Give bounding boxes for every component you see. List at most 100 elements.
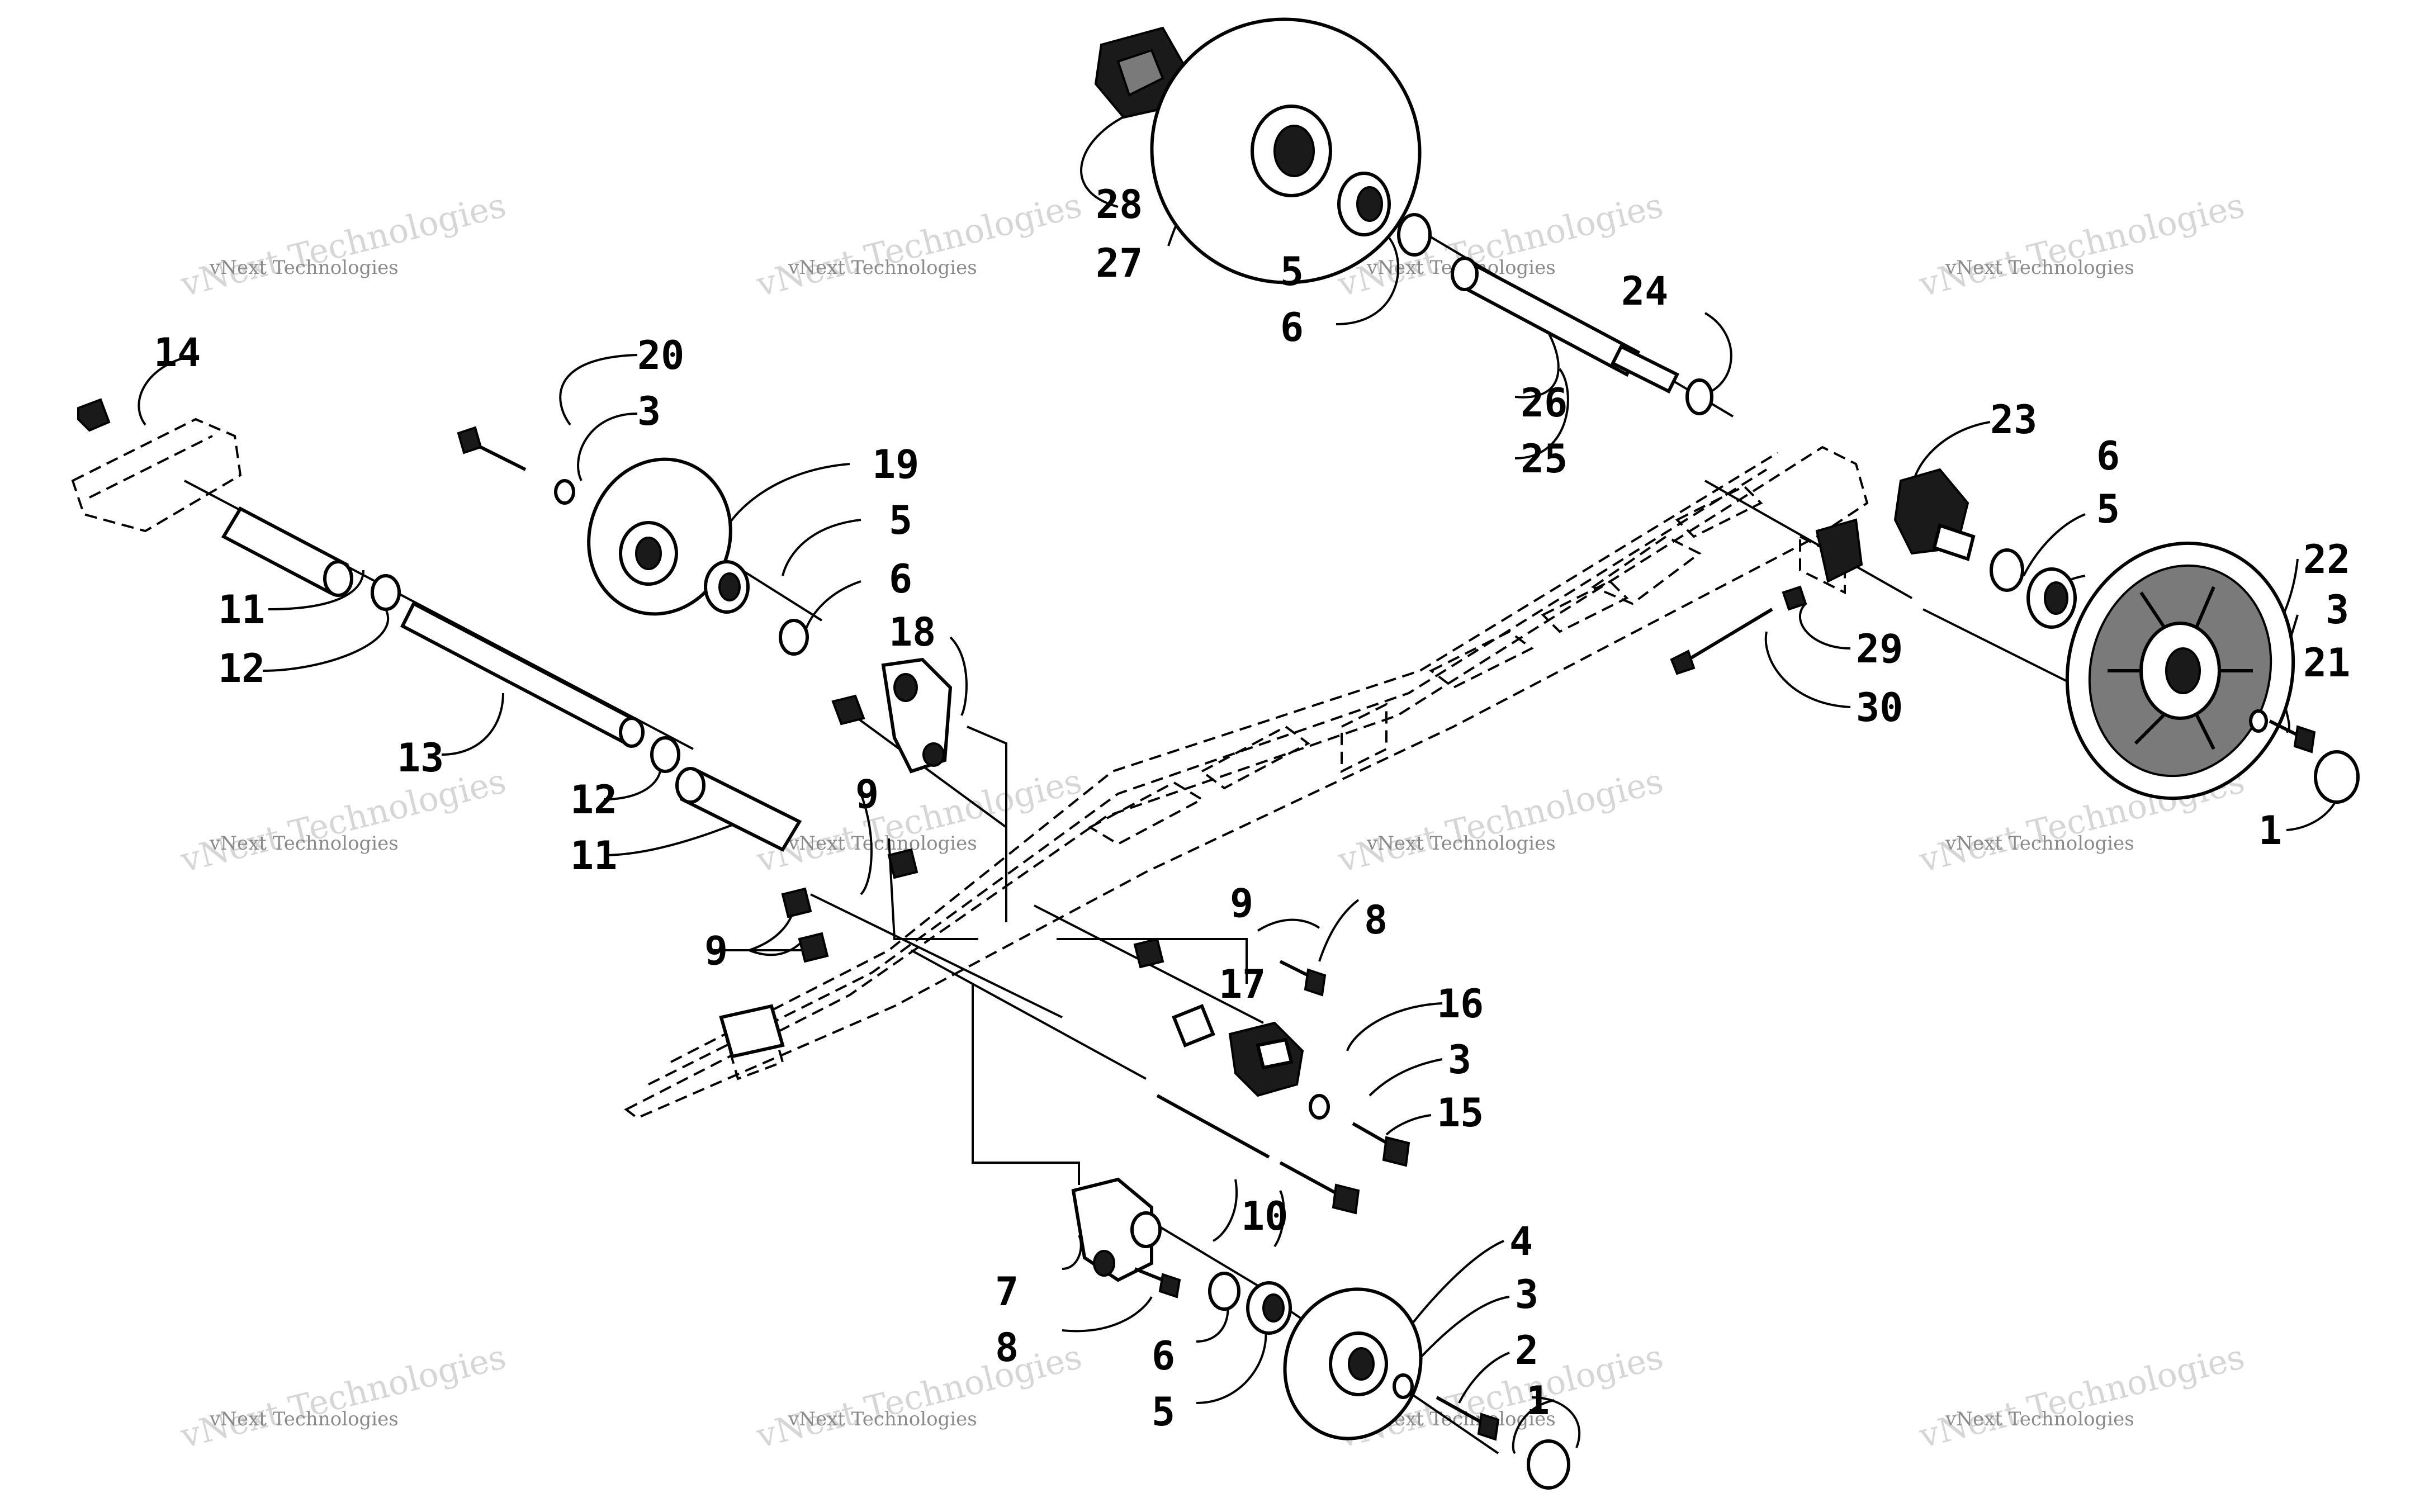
callout-21: 21 <box>2303 640 2350 686</box>
callout-5: 5 <box>1280 249 1304 295</box>
svg-text:vNext Technologies: vNext Technologies <box>1945 1408 2134 1430</box>
idler-wheel-part-4 <box>1283 1287 1423 1440</box>
callout-11: 11 <box>218 587 265 633</box>
callout-25: 25 <box>1521 436 1568 482</box>
bracket-part-7 <box>1071 1177 1162 1282</box>
svg-text:vNext Technologies: vNext Technologies <box>1334 761 1667 880</box>
callouts: 28 27 5 6 24 26 25 23 6 5 22 3 21 1 29 3… <box>154 182 2350 1435</box>
callout-8: 8 <box>1364 897 1388 943</box>
cap-part-1-bottom <box>1527 1439 1570 1490</box>
svg-text:vNext Technologies: vNext Technologies <box>1915 186 2248 304</box>
callout-6: 6 <box>1152 1333 1175 1379</box>
svg-text:vNext Technologies: vNext Technologies <box>1915 1337 2248 1456</box>
callout-12: 12 <box>570 777 617 823</box>
washer-part-3-mid <box>1309 1094 1330 1120</box>
bracket-part-16 <box>1228 1021 1304 1097</box>
callout-16: 16 <box>1437 981 1484 1027</box>
nut-part-9-b <box>887 848 918 879</box>
watermark: vNext Technologies vNext Technologies <box>1334 761 1667 880</box>
callout-5: 5 <box>2096 486 2120 532</box>
svg-text:vNext Technologies: vNext Technologies <box>788 832 977 855</box>
bolt-part-20 <box>457 426 527 471</box>
bearing-part-5-left <box>704 560 750 614</box>
callout-1: 1 <box>2258 808 2282 854</box>
washer-part-3-right <box>2249 709 2268 733</box>
callout-4: 4 <box>1509 1219 1533 1264</box>
nut-part-9-e <box>798 932 829 963</box>
watermark: vNext Technologies vNext Technologies <box>177 761 510 880</box>
snap-ring-part-6-top <box>1397 213 1432 257</box>
callout-19: 19 <box>872 442 919 487</box>
parts <box>77 17 2360 1490</box>
svg-text:vNext Technologies: vNext Technologies <box>177 761 510 880</box>
callout-17: 17 <box>1219 961 1266 1007</box>
bolt-part-15 <box>1352 1122 1410 1167</box>
bearing-part-5-right <box>2026 567 2077 629</box>
svg-text:vNext Technologies: vNext Technologies <box>752 1337 1086 1456</box>
callout-1: 1 <box>1526 1378 1550 1424</box>
svg-text:vNext Technologies: vNext Technologies <box>177 1337 510 1456</box>
bolt-part-30 <box>1670 608 1773 675</box>
callout-12: 12 <box>218 646 265 691</box>
snap-ring-part-6-bottom <box>1208 1272 1240 1311</box>
watermark: vNext Technologies vNext Technologies <box>177 1337 510 1456</box>
bolt-part-8-upper <box>1279 960 1327 997</box>
callout-6: 6 <box>1280 305 1304 350</box>
callout-23: 23 <box>1990 397 2037 443</box>
callout-26: 26 <box>1521 380 1568 426</box>
svg-text:vNext Technologies: vNext Technologies <box>752 761 1086 880</box>
bolt-part-2 <box>1436 1396 1500 1441</box>
callout-5: 5 <box>1152 1389 1175 1435</box>
svg-text:vNext Technologies: vNext Technologies <box>1945 832 2134 855</box>
nut-part-29 <box>1782 585 1807 611</box>
tube-part-11-left <box>221 506 353 597</box>
watermark: vNext Technologies vNext Technologies <box>1915 186 2248 304</box>
bolt-part-21 <box>2269 719 2316 753</box>
callout-2: 2 <box>1515 1328 1538 1373</box>
svg-text:vNext Technologies: vNext Technologies <box>752 186 1086 304</box>
bearing-part-5-top <box>1337 172 1391 236</box>
svg-text:vNext Technologies: vNext Technologies <box>1366 832 1556 855</box>
ring-part-12-left <box>371 574 401 611</box>
watermark: vNext Technologies vNext Technologies <box>752 761 1086 880</box>
callout-24: 24 <box>1621 268 1668 314</box>
frame-rail <box>71 418 1869 1120</box>
snap-ring-part-6-right <box>1990 548 2024 592</box>
hub-part-23 <box>1893 468 1976 561</box>
callout-7: 7 <box>995 1269 1019 1315</box>
callout-28: 28 <box>1096 182 1143 227</box>
svg-text:vNext Technologies: vNext Technologies <box>209 1408 399 1430</box>
callout-14: 14 <box>154 330 201 376</box>
cap-part-1-right <box>2314 750 2360 804</box>
svg-text:vNext Technologies: vNext Technologies <box>788 257 977 279</box>
callout-3: 3 <box>1448 1037 1471 1083</box>
washer-part-24 <box>1685 378 1713 415</box>
callout-9: 9 <box>1230 880 1253 926</box>
svg-text:vNext Technologies: vNext Technologies <box>1945 257 2134 279</box>
bolt-part-8-lower <box>1134 1267 1181 1298</box>
spacer-part-25 <box>1610 344 1680 394</box>
callout-13: 13 <box>397 735 444 781</box>
nut-part-9-a <box>831 694 865 726</box>
bracket-part-18 <box>881 657 953 774</box>
callout-15: 15 <box>1437 1090 1484 1136</box>
axle-part-26 <box>1451 257 1640 377</box>
frame-bracket-upper <box>1815 518 1863 583</box>
callout-6: 6 <box>889 556 912 602</box>
callout-5: 5 <box>889 497 912 543</box>
watermark: vNext Technologies vNext Technologies <box>177 186 510 304</box>
callout-30: 30 <box>1856 685 1903 731</box>
tube-part-11-right <box>675 767 802 852</box>
bolt-part-10 <box>1156 1094 1360 1215</box>
nut-part-9-c <box>1133 937 1164 969</box>
callout-20: 20 <box>637 333 684 378</box>
shaft-part-13 <box>400 601 645 748</box>
callout-3: 3 <box>1515 1272 1538 1317</box>
svg-text:vNext Technologies: vNext Technologies <box>209 832 399 855</box>
nut-part-14 <box>77 398 111 432</box>
nut-part-9-d <box>781 887 812 918</box>
bearing-part-5-bottom <box>1246 1281 1292 1335</box>
watermark: vNext Technologies vNext Technologies <box>752 1337 1086 1456</box>
